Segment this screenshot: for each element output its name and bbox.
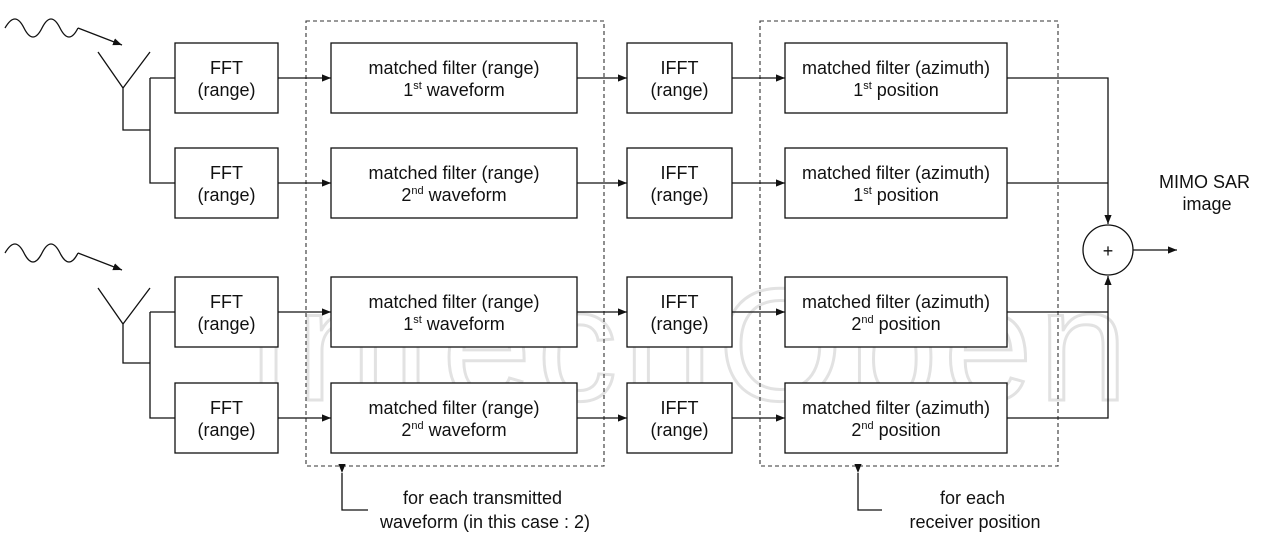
note-receiver: for each receiver position [854, 464, 1041, 532]
ifft-box [626, 382, 733, 454]
ifft-box [626, 276, 733, 348]
range-filter-box-label: matched filter (range)2nd waveform [368, 163, 539, 205]
ifft-box [626, 42, 733, 114]
ifft-box-label: IFFT(range) [650, 292, 708, 334]
processing-chains: FFT(range) matched filter (range)1st wave… [174, 42, 1008, 454]
azimuth-filter-box [784, 382, 1008, 454]
chain-row-1: FFT(range) matched filter (range)1st wave… [174, 42, 1008, 114]
chain-row-3: FFT(range) matched filter (range)1st wave… [174, 276, 1008, 348]
azimuth-filter-box-label: matched filter (azimuth)1st position [802, 58, 990, 100]
azimuth-filter-box [784, 42, 1008, 114]
range-filter-box-label: matched filter (range)1st waveform [368, 292, 539, 334]
ifft-box [626, 147, 733, 219]
range-filter-box [330, 382, 578, 454]
fft-box [174, 147, 279, 219]
azimuth-filter-box-label: matched filter (azimuth)1st position [802, 163, 990, 205]
range-filter-box [330, 147, 578, 219]
ifft-box-label: IFFT(range) [650, 163, 708, 205]
range-filter-box-label: matched filter (range)2nd waveform [368, 398, 539, 440]
svg-text:for each receiver positi: for each receiver position [909, 488, 1040, 532]
range-filter-group [305, 20, 605, 467]
antenna-1 [4, 18, 151, 131]
fft-box-label: FFT(range) [197, 398, 255, 440]
fft-box-label: FFT(range) [197, 58, 255, 100]
range-filter-box-label: matched filter (range)1st waveform [368, 58, 539, 100]
fft-box [174, 382, 279, 454]
azimuth-filter-box [784, 276, 1008, 348]
summer-node: + [1082, 224, 1134, 276]
fft-box [174, 42, 279, 114]
chain-row-2: FFT(range) matched filter (range)2nd wave… [174, 147, 1008, 219]
ifft-box-label: IFFT(range) [650, 58, 708, 100]
range-filter-box [330, 42, 578, 114]
fft-box [174, 276, 279, 348]
range-filter-box [330, 276, 578, 348]
azimuth-filter-group [759, 20, 1059, 467]
azimuth-filter-box-label: matched filter (azimuth)2nd position [802, 292, 990, 334]
fft-box-label: FFT(range) [197, 292, 255, 334]
summer-symbol: + [1103, 241, 1114, 261]
note-waveform: for each transmitted waveform (in this c… [338, 464, 590, 532]
output-label: MIMO SAR image [1159, 172, 1255, 214]
antenna-2 [4, 243, 151, 364]
azimuth-to-summer-wires [1007, 77, 1112, 419]
fft-box-label: FFT(range) [197, 163, 255, 205]
ifft-box-label: IFFT(range) [650, 398, 708, 440]
chain-row-4: FFT(range) matched filter (range)2nd wave… [174, 382, 1008, 454]
azimuth-filter-box [784, 147, 1008, 219]
svg-text:for each transmitted wav: for each transmitted waveform (in this c… [379, 488, 590, 532]
antenna-feeds [149, 77, 175, 419]
azimuth-filter-box-label: matched filter (azimuth)2nd position [802, 398, 990, 440]
